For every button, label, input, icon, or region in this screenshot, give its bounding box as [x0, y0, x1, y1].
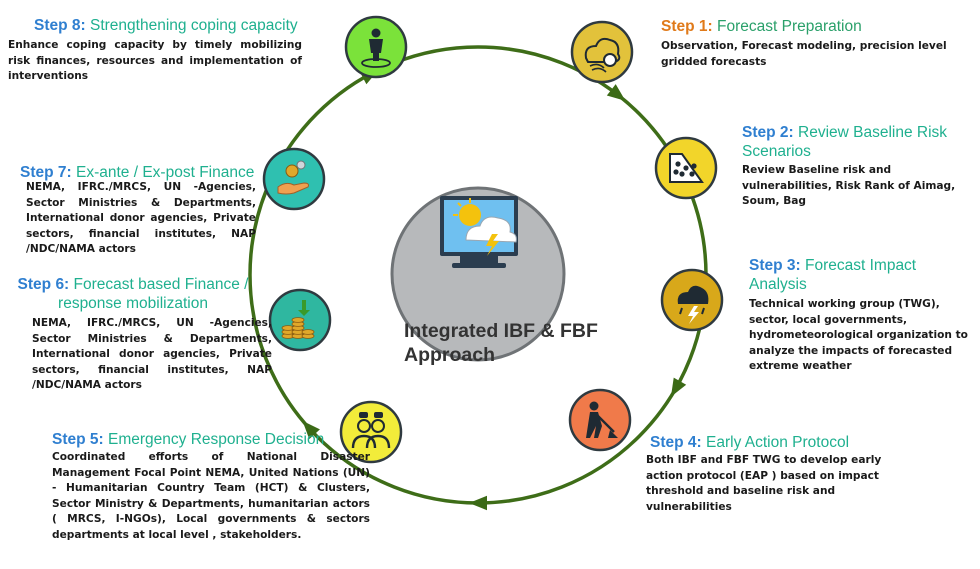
person-standing-icon	[361, 28, 391, 68]
step-5-title: Step 5: Emergency Response Decision	[52, 430, 374, 449]
center-circle	[390, 186, 566, 362]
step-1-heading: Forecast Preparation	[717, 18, 862, 35]
step-2-label: Step 2:	[742, 124, 794, 141]
step-8-label: Step 8:	[34, 17, 86, 34]
step-4-node	[568, 388, 632, 452]
step-1-title: Step 1: Forecast Preparation	[661, 17, 961, 36]
step-5-node	[339, 400, 403, 464]
step-7: Step 7: Ex-ante / Ex-post Finance NEMA, …	[20, 163, 268, 258]
monitor-weather-icon	[440, 196, 518, 268]
step-7-heading: Ex-ante / Ex-post Finance	[76, 164, 255, 181]
step-1-label: Step 1:	[661, 18, 713, 35]
step-5-heading: Emergency Response Decision	[108, 431, 325, 448]
step-3-heading: Forecast Impact Analysis	[749, 257, 917, 293]
step-6: Step 6: Forecast based Finance / respons…	[8, 275, 276, 394]
step-7-description: NEMA, IFRC./MRCS, UN -Agencies, Sector M…	[26, 181, 256, 255]
step-5-description: Coordinated efforts of National Disaster…	[52, 451, 370, 541]
center-title-line1: Integrated IBF & FBF	[404, 320, 598, 342]
step-4-description: Both IBF and FBF TWG to develop early ac…	[646, 454, 882, 513]
step-6-node	[268, 288, 332, 352]
step-7-label: Step 7:	[20, 164, 72, 181]
coin-stacks-icon	[281, 300, 315, 339]
step-8-title: Step 8: Strengthening coping capacity	[8, 16, 330, 35]
hand-coin-icon	[277, 160, 309, 195]
cycle-arrowhead	[469, 495, 487, 511]
center-title-line2: Approach	[404, 344, 496, 366]
storm-cloud-icon	[677, 285, 709, 324]
step-4-label: Step 4:	[650, 434, 702, 451]
step-5: Step 5: Emergency Response Decision Coor…	[52, 430, 374, 543]
step-2-heading: Review Baseline Risk Scenarios	[742, 124, 948, 160]
step-1-description: Observation, Forecast modeling, precisio…	[661, 40, 947, 68]
step-7-node	[262, 147, 326, 211]
step-2: Step 2: Review Baseline Risk Scenarios R…	[742, 123, 974, 210]
worker-digging-icon	[586, 401, 618, 438]
cloud-gear-icon	[584, 37, 621, 73]
step-5-label: Step 5:	[52, 431, 104, 448]
step-3: Step 3: Forecast Impact Analysis Technic…	[749, 256, 977, 375]
step-6-description: NEMA, IFRC./MRCS, UN -Agencies, Sector M…	[32, 317, 272, 391]
step-3-description: Technical working group (TWG), sector, l…	[749, 298, 968, 372]
step-2-node	[654, 136, 718, 200]
cycle-arrowhead	[302, 420, 320, 440]
step-1-node	[570, 20, 634, 84]
step-6-heading: Forecast based Finance / response mobili…	[58, 276, 249, 312]
step-7-title: Step 7: Ex-ante / Ex-post Finance	[20, 163, 268, 182]
cycle-arrowhead	[606, 84, 626, 101]
landslide-icon	[669, 153, 704, 183]
step-2-title: Step 2: Review Baseline Risk Scenarios	[742, 123, 962, 161]
step-4: Step 4: Early Action Protocol Both IBF a…	[646, 433, 908, 515]
step-1: Step 1: Forecast Preparation Observation…	[661, 17, 961, 70]
step-6-title: Step 6: Forecast based Finance / respons…	[8, 275, 258, 313]
step-3-node	[660, 268, 724, 332]
step-4-heading: Early Action Protocol	[706, 434, 850, 451]
step-8: Step 8: Strengthening coping capacity En…	[8, 16, 330, 85]
step-8-heading: Strengthening coping capacity	[90, 17, 298, 34]
step-4-title: Step 4: Early Action Protocol	[646, 433, 908, 452]
step-8-node	[344, 15, 408, 79]
center-title: Integrated IBF & FBF Approach	[404, 319, 598, 367]
step-8-description: Enhance coping capacity by timely mobili…	[8, 39, 302, 82]
step-6-label: Step 6:	[17, 276, 70, 293]
people-discussion-icon	[351, 412, 391, 449]
step-3-title: Step 3: Forecast Impact Analysis	[749, 256, 949, 294]
step-2-description: Review Baseline risk and vulnerabilities…	[742, 164, 956, 207]
cycle-arrowhead	[670, 377, 687, 397]
step-3-label: Step 3:	[749, 257, 801, 274]
